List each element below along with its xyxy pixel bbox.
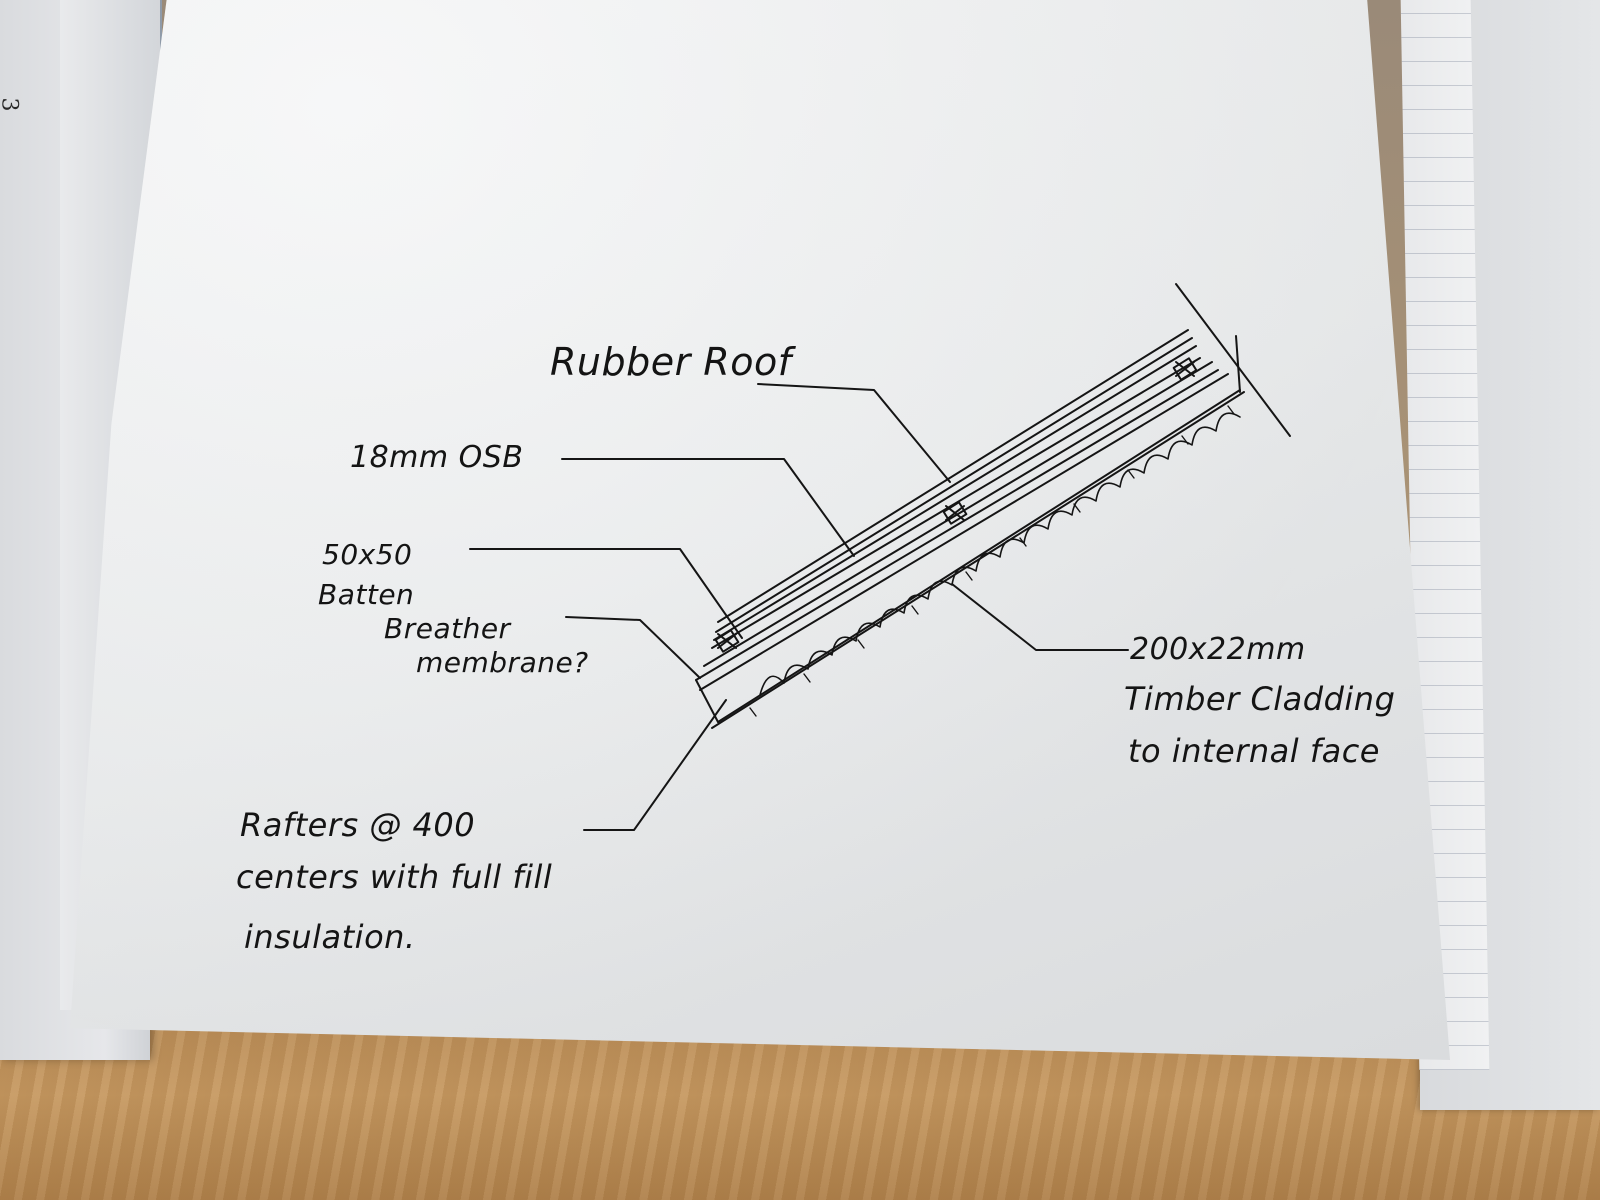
roof-layer-osb-bottom xyxy=(713,345,1197,641)
sketch-paper xyxy=(70,0,1450,1060)
roof-layer-membrane xyxy=(695,369,1219,681)
roof-layer-batten-bottom xyxy=(703,361,1213,667)
leader-osb xyxy=(561,458,855,557)
label-cladding-face: to internal face xyxy=(1128,732,1380,770)
paper-shading xyxy=(70,0,1450,1060)
label-rafters: Rafters @ 400 xyxy=(240,806,476,844)
label-rubber-roof: Rubber Roof xyxy=(550,340,792,384)
roof-layer-rubber xyxy=(717,329,1189,623)
label-insulation: insulation. xyxy=(244,918,416,956)
label-breather: Breather xyxy=(384,612,511,645)
leader-rafters xyxy=(583,699,727,831)
leader-batten xyxy=(469,548,743,639)
end-cut-bottom xyxy=(1235,335,1241,393)
end-cut-top xyxy=(1175,283,1291,437)
cladding-ticks xyxy=(749,405,1235,717)
leader-breather xyxy=(565,616,701,679)
label-batten-size: 50x50 xyxy=(322,538,413,571)
leader-cladding xyxy=(951,583,1129,651)
label-batten: Batten xyxy=(318,578,415,611)
insulation-loops xyxy=(759,412,1241,696)
batten-cross-2-x xyxy=(945,505,965,521)
rafter-bottom xyxy=(717,389,1241,723)
batten-cross-3-x xyxy=(1175,361,1195,377)
cladding-line xyxy=(711,391,1245,729)
label-osb: 18mm OSB xyxy=(350,440,524,475)
leader-rubber-roof xyxy=(757,383,951,483)
rafter-top xyxy=(699,373,1229,691)
label-cladding-size: 200x22mm xyxy=(1130,632,1306,667)
label-membrane: membrane? xyxy=(416,646,589,679)
batten-cross-1-x xyxy=(717,633,737,649)
label-rafters-fill: centers with full fill xyxy=(236,858,553,896)
roof-layer-osb-top xyxy=(715,337,1193,633)
label-cladding-type: Timber Cladding xyxy=(1124,680,1396,718)
